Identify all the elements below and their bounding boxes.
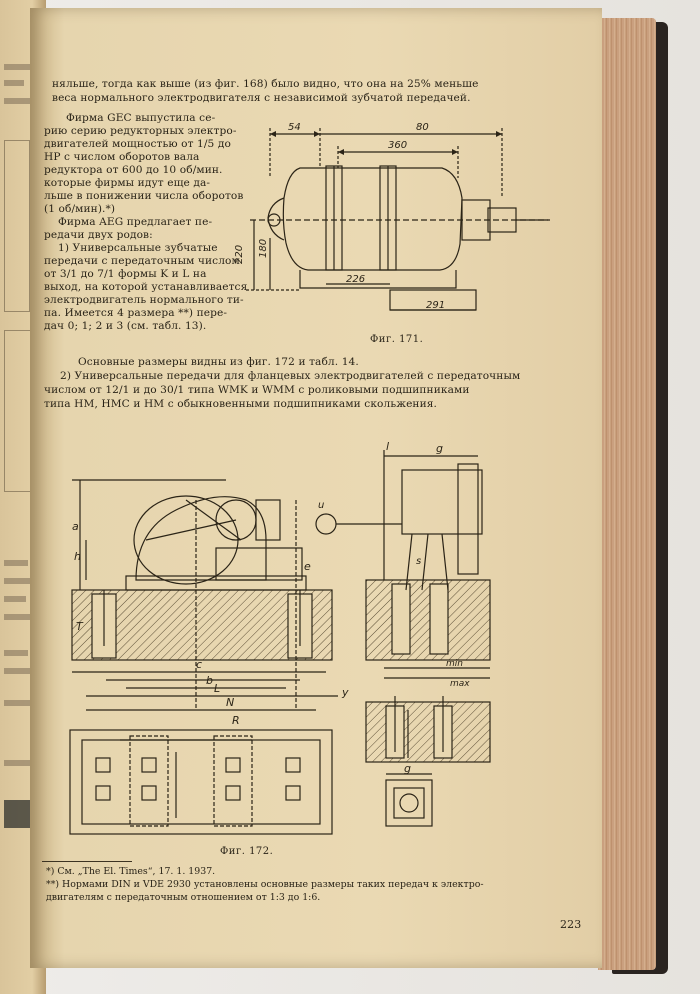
col-line-12: передачи с передаточным числом	[44, 255, 240, 267]
body-line-2: 2) Универсальные передачи для фланцевых …	[60, 370, 521, 382]
page-stack-edge	[598, 18, 656, 970]
intro-line-2: веса нормального электродвигателя с неза…	[52, 92, 471, 104]
fig172-label-min: min	[446, 659, 463, 669]
body-line-3: числом от 12/1 и до 30/1 типа WMK и WMM …	[44, 384, 470, 396]
col-line-11: 1) Универсальные зубчатые	[58, 242, 218, 254]
fig172-label-y: y	[341, 686, 349, 699]
col-line-10: редачи двух родов:	[44, 229, 153, 241]
figure-172-caption: Фиг. 172.	[220, 846, 274, 857]
figure-172-drawing: l g a h T e c b L N R y u s min max g	[69, 440, 491, 835]
fig172-label-c: c	[196, 658, 202, 671]
fig172-label-L: L	[214, 682, 220, 695]
col-line-15: электродвигатель нормального ти-	[44, 294, 244, 306]
fig172-label-b: b	[206, 674, 213, 687]
fig172-label-N: N	[226, 696, 234, 709]
col-line-7: льше в понижении числа оборотов	[44, 190, 244, 202]
footnote-1: *) См. „The El. Times“, 17. 1. 1937.	[46, 866, 216, 877]
intro-line-1: няльше, тогда как выше (из фиг. 168) был…	[52, 78, 479, 90]
figure-171-caption: Фиг. 171.	[370, 334, 424, 345]
col-line-17: дач 0; 1; 2 и 3 (см. табл. 13).	[44, 320, 207, 332]
figure-171-drawing: 54 80 360 220 180 226 291	[234, 122, 550, 311]
col-line-1: Фирма GEC выпустила се-	[66, 112, 216, 124]
fig172-label-e: e	[304, 560, 311, 573]
col-line-5: редуктора от 600 до 10 об/мин.	[44, 164, 223, 176]
fig172-label-a: a	[72, 520, 79, 533]
fig172-label-max: max	[450, 679, 470, 689]
col-line-16: па. Имеется 4 размера **) пере-	[44, 307, 228, 319]
fig172-label-h: h	[74, 550, 81, 563]
fig172-label-R: R	[232, 714, 240, 727]
fig171-dim-220: 220	[234, 245, 245, 264]
page-number: 223	[560, 918, 582, 931]
col-line-3: двигателей мощностью от 1/5 до	[44, 138, 231, 150]
fig171-dim-226: 226	[346, 274, 365, 285]
footnote-3: двигателям с передаточным отношением от …	[46, 892, 321, 903]
fig172-label-s: s	[416, 556, 421, 567]
body-line-1: Основные размеры видны из фиг. 172 и таб…	[78, 356, 359, 368]
book-page: няльше, тогда как выше (из фиг. 168) был…	[30, 8, 602, 968]
fig171-dim-360: 360	[388, 140, 407, 151]
footnote-2: **) Нормами DIN и VDE 2930 установлены о…	[46, 879, 484, 890]
col-line-8: (1 об/мин).*)	[44, 203, 116, 215]
fig171-dim-54: 54	[288, 122, 301, 133]
col-line-14: выход, на которой устанавливается	[44, 281, 248, 293]
fig172-label-g-bottom: g	[404, 762, 411, 775]
col-line-4: HP с числом оборотов вала	[44, 151, 200, 163]
fig171-dim-180: 180	[258, 239, 269, 258]
fig171-dim-291: 291	[426, 300, 445, 311]
footnote-rule	[42, 861, 132, 862]
fig171-dim-80: 80	[416, 122, 429, 133]
col-line-13: от 3/1 до 7/1 формы K и L на	[44, 268, 207, 280]
fig172-label-g-top: g	[436, 442, 443, 455]
col-line-2: рию серию редукторных электро-	[44, 125, 237, 137]
fig172-label-l: l	[386, 440, 389, 453]
fig172-label-u: u	[318, 500, 324, 511]
fig172-label-T: T	[76, 620, 84, 633]
col-line-9: Фирма AEG предлагает пе-	[58, 216, 213, 228]
col-line-6: которые фирмы идут еще да-	[44, 177, 211, 189]
body-line-4: типа НМ, НМС и НМ с обыкновенными подшип…	[44, 398, 438, 410]
